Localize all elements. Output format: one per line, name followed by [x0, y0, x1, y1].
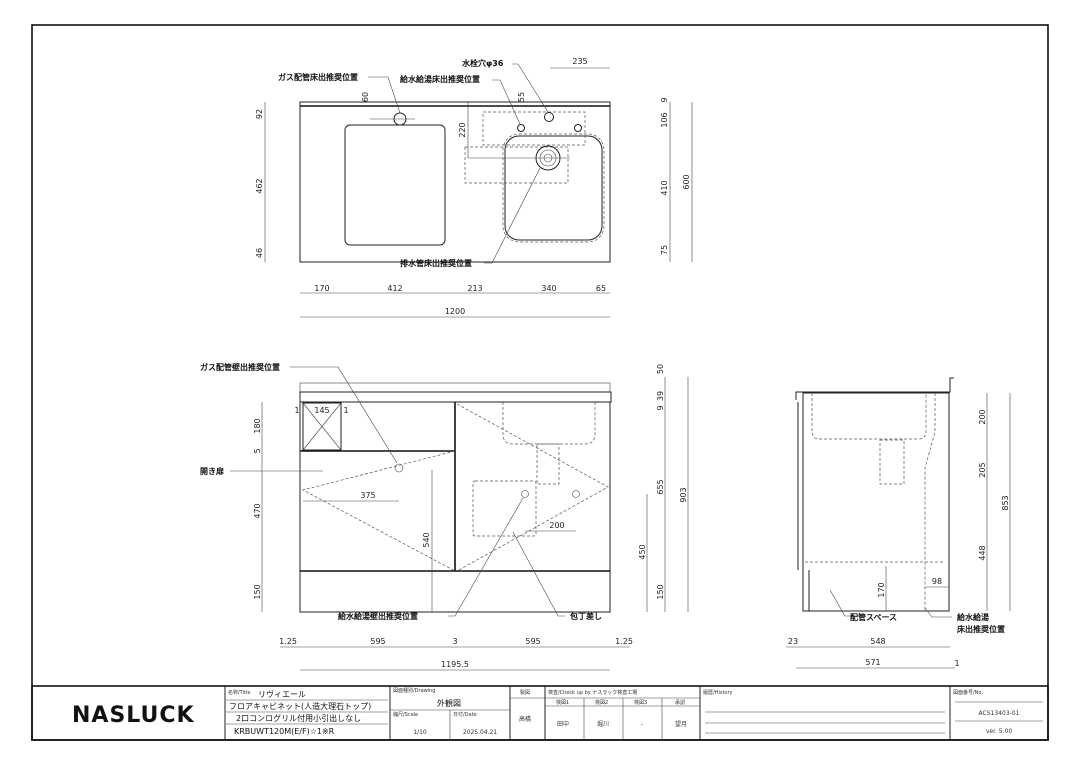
drawing-number-label: 図面番号/No.	[953, 689, 983, 696]
label-hinged-door: 開き扉	[200, 466, 224, 476]
checker-name: -	[641, 721, 643, 728]
dim: 450	[638, 544, 647, 559]
dim: 39	[656, 391, 665, 401]
side-view: 配管スペース 給水給湯 床出推奨位置 200 205 448 853 170 9…	[786, 377, 1011, 669]
dim: 46	[255, 248, 264, 258]
title-line: リヴィエール	[258, 689, 306, 699]
dim: 180	[253, 418, 262, 433]
burner-cutout	[344, 124, 446, 246]
dim: 1	[343, 406, 348, 415]
dim: 1195.5	[441, 660, 469, 669]
check-label: 検査/Check up by ナスラック検査工場	[548, 689, 637, 696]
dim: 340	[541, 284, 556, 293]
dim: 23	[788, 637, 798, 646]
dim: 462	[255, 178, 264, 193]
checker-name: 堀川	[597, 720, 609, 728]
drawing-type: 外観図	[437, 698, 461, 708]
dim: 9	[660, 97, 669, 102]
dim: 200	[549, 521, 564, 530]
dim: 55	[517, 92, 526, 102]
dim: 571	[865, 658, 880, 667]
checker-name: 田中	[557, 720, 569, 728]
check-header: 検図2	[595, 699, 608, 706]
title-line: 2口コンログリル付用小引出しなし	[236, 713, 361, 723]
nasluck-logo: NASLUCK	[72, 703, 195, 728]
dim: 3	[452, 637, 457, 646]
dim: 150	[253, 584, 262, 599]
label-drain-floor: 排水管床出推奨位置	[400, 258, 472, 268]
model-number: KRBUWT120M(E/F)☆1※R	[234, 727, 335, 736]
drawing-label: 図面種別/Drawing	[393, 687, 435, 694]
dim: 92	[255, 109, 264, 119]
dim: 50	[656, 364, 665, 374]
dim: 1.25	[615, 637, 633, 646]
title-block: NASLUCK 名称/Title リヴィエール フロアキャビネット(人造大理石ト…	[31, 685, 1049, 741]
drafter-name: 高橋	[519, 715, 531, 723]
dim: 200	[978, 409, 987, 424]
dim: 220	[458, 122, 467, 137]
label-water-floor: 給水給湯床出推奨位置	[400, 74, 480, 84]
top-view: ガス配管床出推奨位置 給水給湯床出推奨位置 水栓穴φ36 排水管床出推奨位置 6…	[255, 57, 693, 318]
version: ver. 5.00	[986, 728, 1013, 735]
dim: 1.25	[279, 637, 297, 646]
scale-label: 縮尺/Scale	[393, 711, 418, 718]
check-header: 承認	[675, 699, 685, 706]
small-drawer	[302, 402, 342, 451]
label-water-supply: 給水給湯	[957, 612, 989, 622]
check-header: 検図3	[634, 699, 647, 706]
dim: 600	[682, 174, 691, 189]
dim: 548	[870, 637, 885, 646]
dim: 448	[978, 545, 987, 560]
dim: 853	[1001, 495, 1010, 510]
dim: 655	[656, 479, 665, 494]
label-faucet-hole: 水栓穴φ36	[461, 58, 504, 68]
dim: 205	[978, 462, 987, 477]
label-knife-holder: 包丁差し	[569, 611, 602, 621]
label-gas-wall: ガス配管壁出推奨位置	[200, 362, 280, 372]
dim: 213	[467, 284, 482, 293]
dim: 470	[253, 503, 262, 518]
date-label: 日付/Date	[453, 711, 477, 718]
label-floor-position: 床出推奨位置	[957, 624, 1005, 634]
dim: 412	[387, 284, 402, 293]
dim: 75	[660, 245, 669, 255]
draft-label: 製図	[520, 689, 530, 696]
dim: 1	[954, 659, 959, 668]
scale-value: 1/10	[413, 729, 427, 736]
title-label: 名称/Title	[228, 689, 250, 696]
dim: 595	[525, 637, 540, 646]
dim: 60	[361, 92, 370, 102]
dim: 106	[660, 112, 669, 127]
label-water-wall: 給水給湯壁出推奨位置	[338, 611, 418, 621]
dim: 410	[660, 180, 669, 195]
dim: 1	[294, 406, 299, 415]
front-view: ガス配管壁出推奨位置 開き扉 給水給湯壁出推奨位置 包丁差し 1 145 1 1…	[200, 362, 689, 671]
dim: 145	[314, 406, 329, 415]
dim: 540	[422, 532, 431, 547]
sink-bowl	[504, 135, 603, 241]
dim: 170	[314, 284, 329, 293]
dim: 9	[656, 405, 665, 410]
label-gas-floor: ガス配管床出推奨位置	[278, 72, 358, 82]
label-piping-space: 配管スペース	[850, 612, 897, 622]
dim: 595	[370, 637, 385, 646]
dim: 150	[656, 584, 665, 599]
check-header: 検図1	[556, 699, 569, 706]
dim: 1200	[445, 307, 465, 316]
drawing-frame	[31, 24, 1049, 741]
dim: 235	[572, 57, 587, 66]
approver-name: 望月	[675, 720, 687, 728]
title-line: フロアキャビネット(人造大理石トップ)	[229, 701, 371, 711]
dim: 170	[877, 582, 886, 597]
drawing-number: ACS13403-01	[979, 710, 1020, 717]
dim: 903	[679, 487, 688, 502]
dim: 98	[932, 577, 942, 586]
history-label: 履歴/History	[703, 690, 733, 696]
dim: 5	[253, 448, 262, 453]
date-value: 2025.04.21	[463, 729, 498, 736]
dim: 65	[596, 284, 606, 293]
dim: 375	[360, 491, 375, 500]
